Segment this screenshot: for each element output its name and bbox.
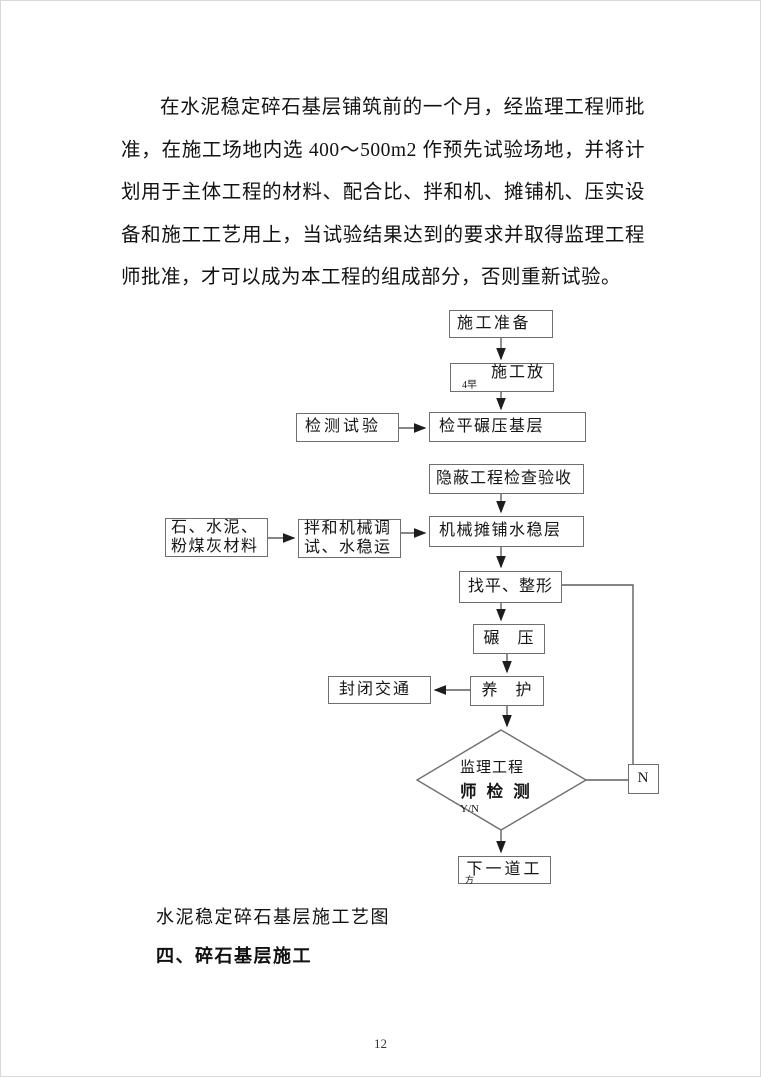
- body-paragraph: 在水泥稳定碎石基层铺筑前的一个月，经监理工程师批准，在施工场地内选 400～50…: [121, 97, 645, 288]
- node-mixer-debug-transport: 拌和机械调 试、水稳运: [298, 519, 401, 558]
- node-label: 石、水泥、 粉煤灰材料: [171, 518, 259, 555]
- node-construction-setting-out: 施工放 4早: [450, 363, 554, 392]
- node-label: 检测试验: [305, 418, 382, 436]
- node-label: 找平、整形: [467, 577, 553, 595]
- node-label: 机械摊铺水稳层: [439, 522, 562, 540]
- decision-label-line1: 监理工程: [460, 760, 525, 776]
- node-level-and-roll-base: 检平碾压基层: [429, 412, 586, 442]
- node-no-branch: N: [628, 764, 659, 794]
- decision-label-line2: 师 检 测: [460, 782, 533, 801]
- section-heading: 四、碎石基层施工: [156, 946, 312, 966]
- node-label: 施工放: [491, 363, 546, 381]
- decision-label-yn: Y/N: [460, 803, 479, 815]
- node-label: 施工准备: [457, 314, 532, 332]
- figure-caption: 水泥稳定碎石基层施工艺图: [156, 907, 390, 927]
- node-rolling: 碾 压: [473, 624, 545, 654]
- node-label: 检平碾压基层: [439, 417, 545, 435]
- node-leveling-shaping: 找平、整形: [459, 571, 562, 603]
- node-sublabel: 方: [465, 875, 475, 886]
- node-raw-materials: 石、水泥、 粉煤灰材料: [165, 518, 268, 557]
- node-label: 养 护: [481, 681, 533, 699]
- node-machine-paving: 机械摊铺水稳层: [429, 516, 584, 547]
- node-label: 封闭交通: [339, 680, 412, 698]
- node-supervisor-inspection: 监理工程 师 检 测 Y/N: [460, 756, 570, 815]
- node-label: 隐蔽工程检查验收: [436, 469, 573, 487]
- node-curing: 养 护: [470, 676, 544, 706]
- node-close-traffic: 封闭交通: [328, 676, 431, 704]
- node-label: 拌和机械调 试、水稳运: [304, 519, 392, 556]
- node-label: 下一道工: [466, 860, 543, 878]
- node-hidden-works-acceptance: 隐蔽工程检查验收: [429, 464, 584, 494]
- node-construction-preparation: 施工准备: [449, 310, 553, 338]
- rework-loop-line: [562, 584, 634, 764]
- page-number: 12: [374, 1036, 387, 1051]
- node-label: N: [637, 770, 650, 787]
- node-inspection-test: 检测试验: [296, 413, 399, 442]
- node-label: 碾 压: [483, 629, 535, 647]
- node-sublabel: 4早: [462, 379, 477, 391]
- node-next-process: 下一道工 方: [458, 856, 551, 886]
